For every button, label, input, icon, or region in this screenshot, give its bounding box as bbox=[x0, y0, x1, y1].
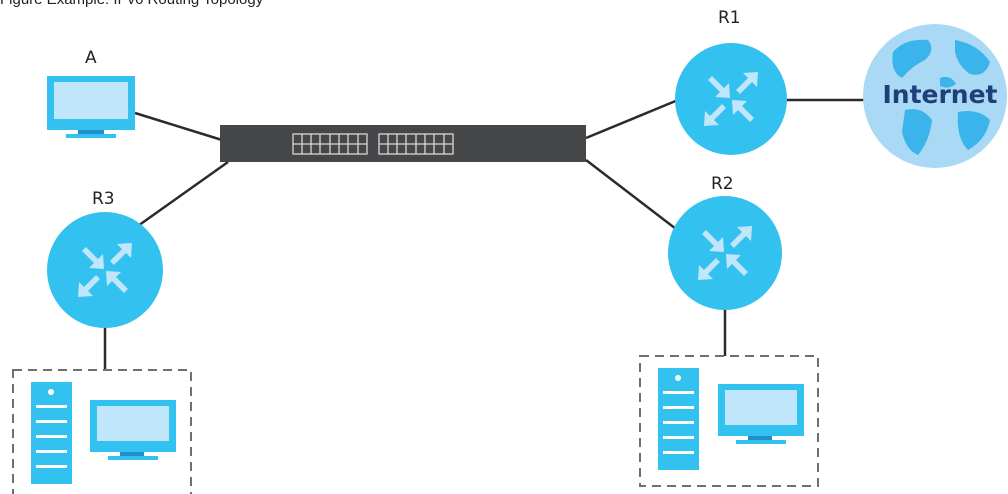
router-r3-icon bbox=[47, 212, 163, 328]
node-r1-label: R1 bbox=[718, 8, 741, 28]
internet-label: Internet bbox=[882, 80, 997, 109]
computer-r2-icon bbox=[718, 384, 804, 444]
computer-a-icon bbox=[47, 76, 135, 138]
node-r2-label: R2 bbox=[711, 174, 734, 194]
server-r2-icon bbox=[658, 368, 699, 470]
figure-caption: Figure Example: IPv6 Routing Topology bbox=[0, 0, 263, 8]
link-r3-switch bbox=[134, 160, 229, 230]
lan-r3-dashed-box bbox=[12, 369, 192, 494]
node-a-label: A bbox=[85, 48, 97, 68]
lan-r2-dashed-box bbox=[639, 355, 819, 487]
lan-r3-group bbox=[12, 369, 192, 494]
link-switch-r2 bbox=[585, 159, 681, 233]
node-r3-label: R3 bbox=[92, 189, 115, 209]
server-r3-icon bbox=[31, 382, 72, 484]
router-r2-icon bbox=[668, 196, 782, 310]
switch-ports-right bbox=[378, 133, 454, 155]
computer-r3-icon bbox=[90, 400, 176, 460]
internet-globe-icon: Internet bbox=[863, 24, 1007, 168]
switch-ports-left bbox=[292, 133, 368, 155]
link-a-switch bbox=[134, 111, 223, 142]
link-switch-r1 bbox=[585, 98, 679, 140]
switch-device bbox=[220, 125, 586, 162]
router-r1-icon bbox=[675, 43, 787, 155]
lan-r2-group bbox=[639, 355, 819, 487]
